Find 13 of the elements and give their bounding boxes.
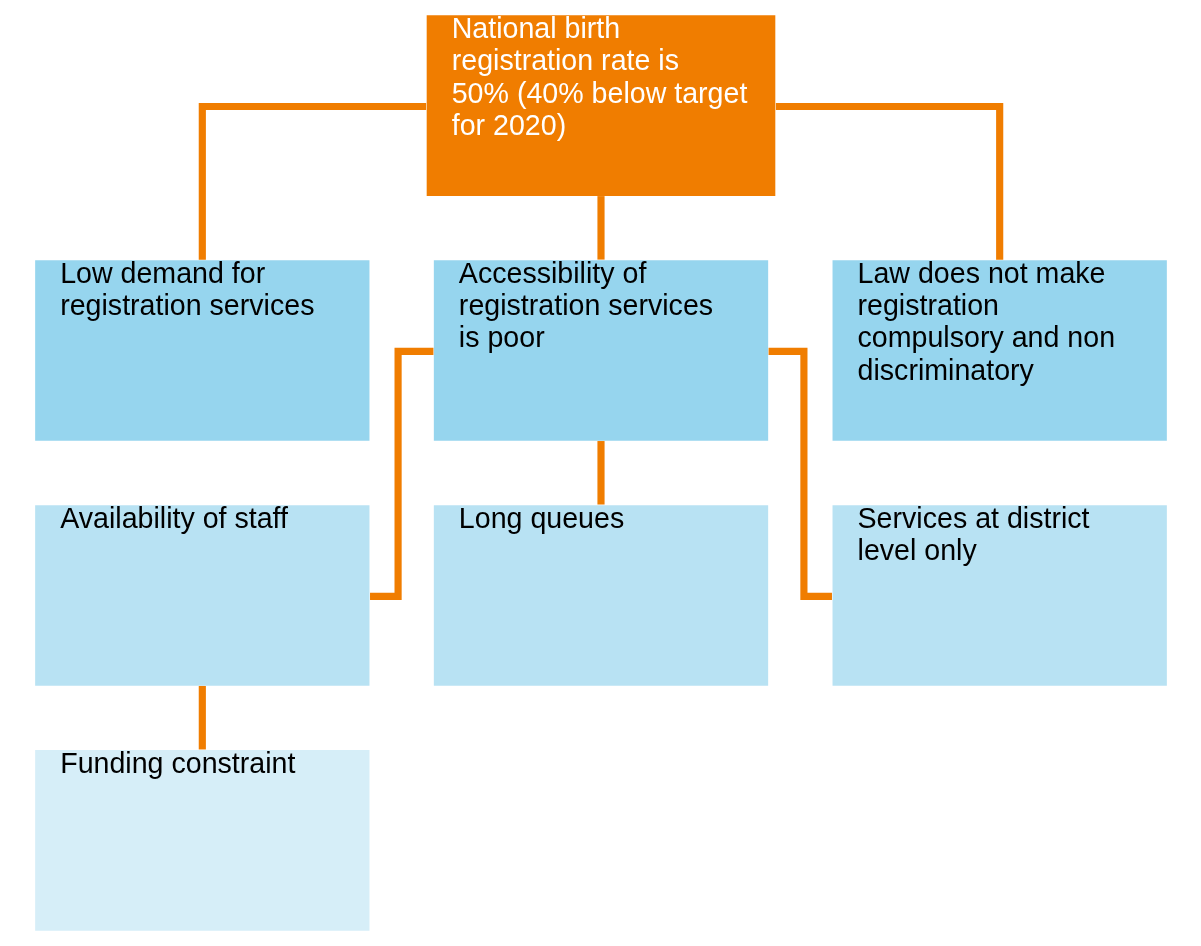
node-box: Law does not make registration compulsory and non discriminatory	[832, 260, 1167, 441]
connector	[775, 102, 1003, 260]
node-box: Availability of staff	[34, 505, 369, 686]
node-box: Funding constraint	[34, 750, 369, 931]
node-box: Long queues	[433, 505, 768, 686]
connector	[198, 102, 426, 260]
node-box: National birth registration rate is 50% (40% below target for 2020)	[426, 15, 775, 196]
connector	[596, 441, 605, 505]
connector	[596, 196, 605, 260]
node-box: Services at district level only	[832, 505, 1167, 686]
node-box: Low demand for registration services	[34, 260, 369, 441]
node-box: Accessibility of registration services is poor	[433, 260, 768, 441]
connector	[198, 685, 206, 750]
